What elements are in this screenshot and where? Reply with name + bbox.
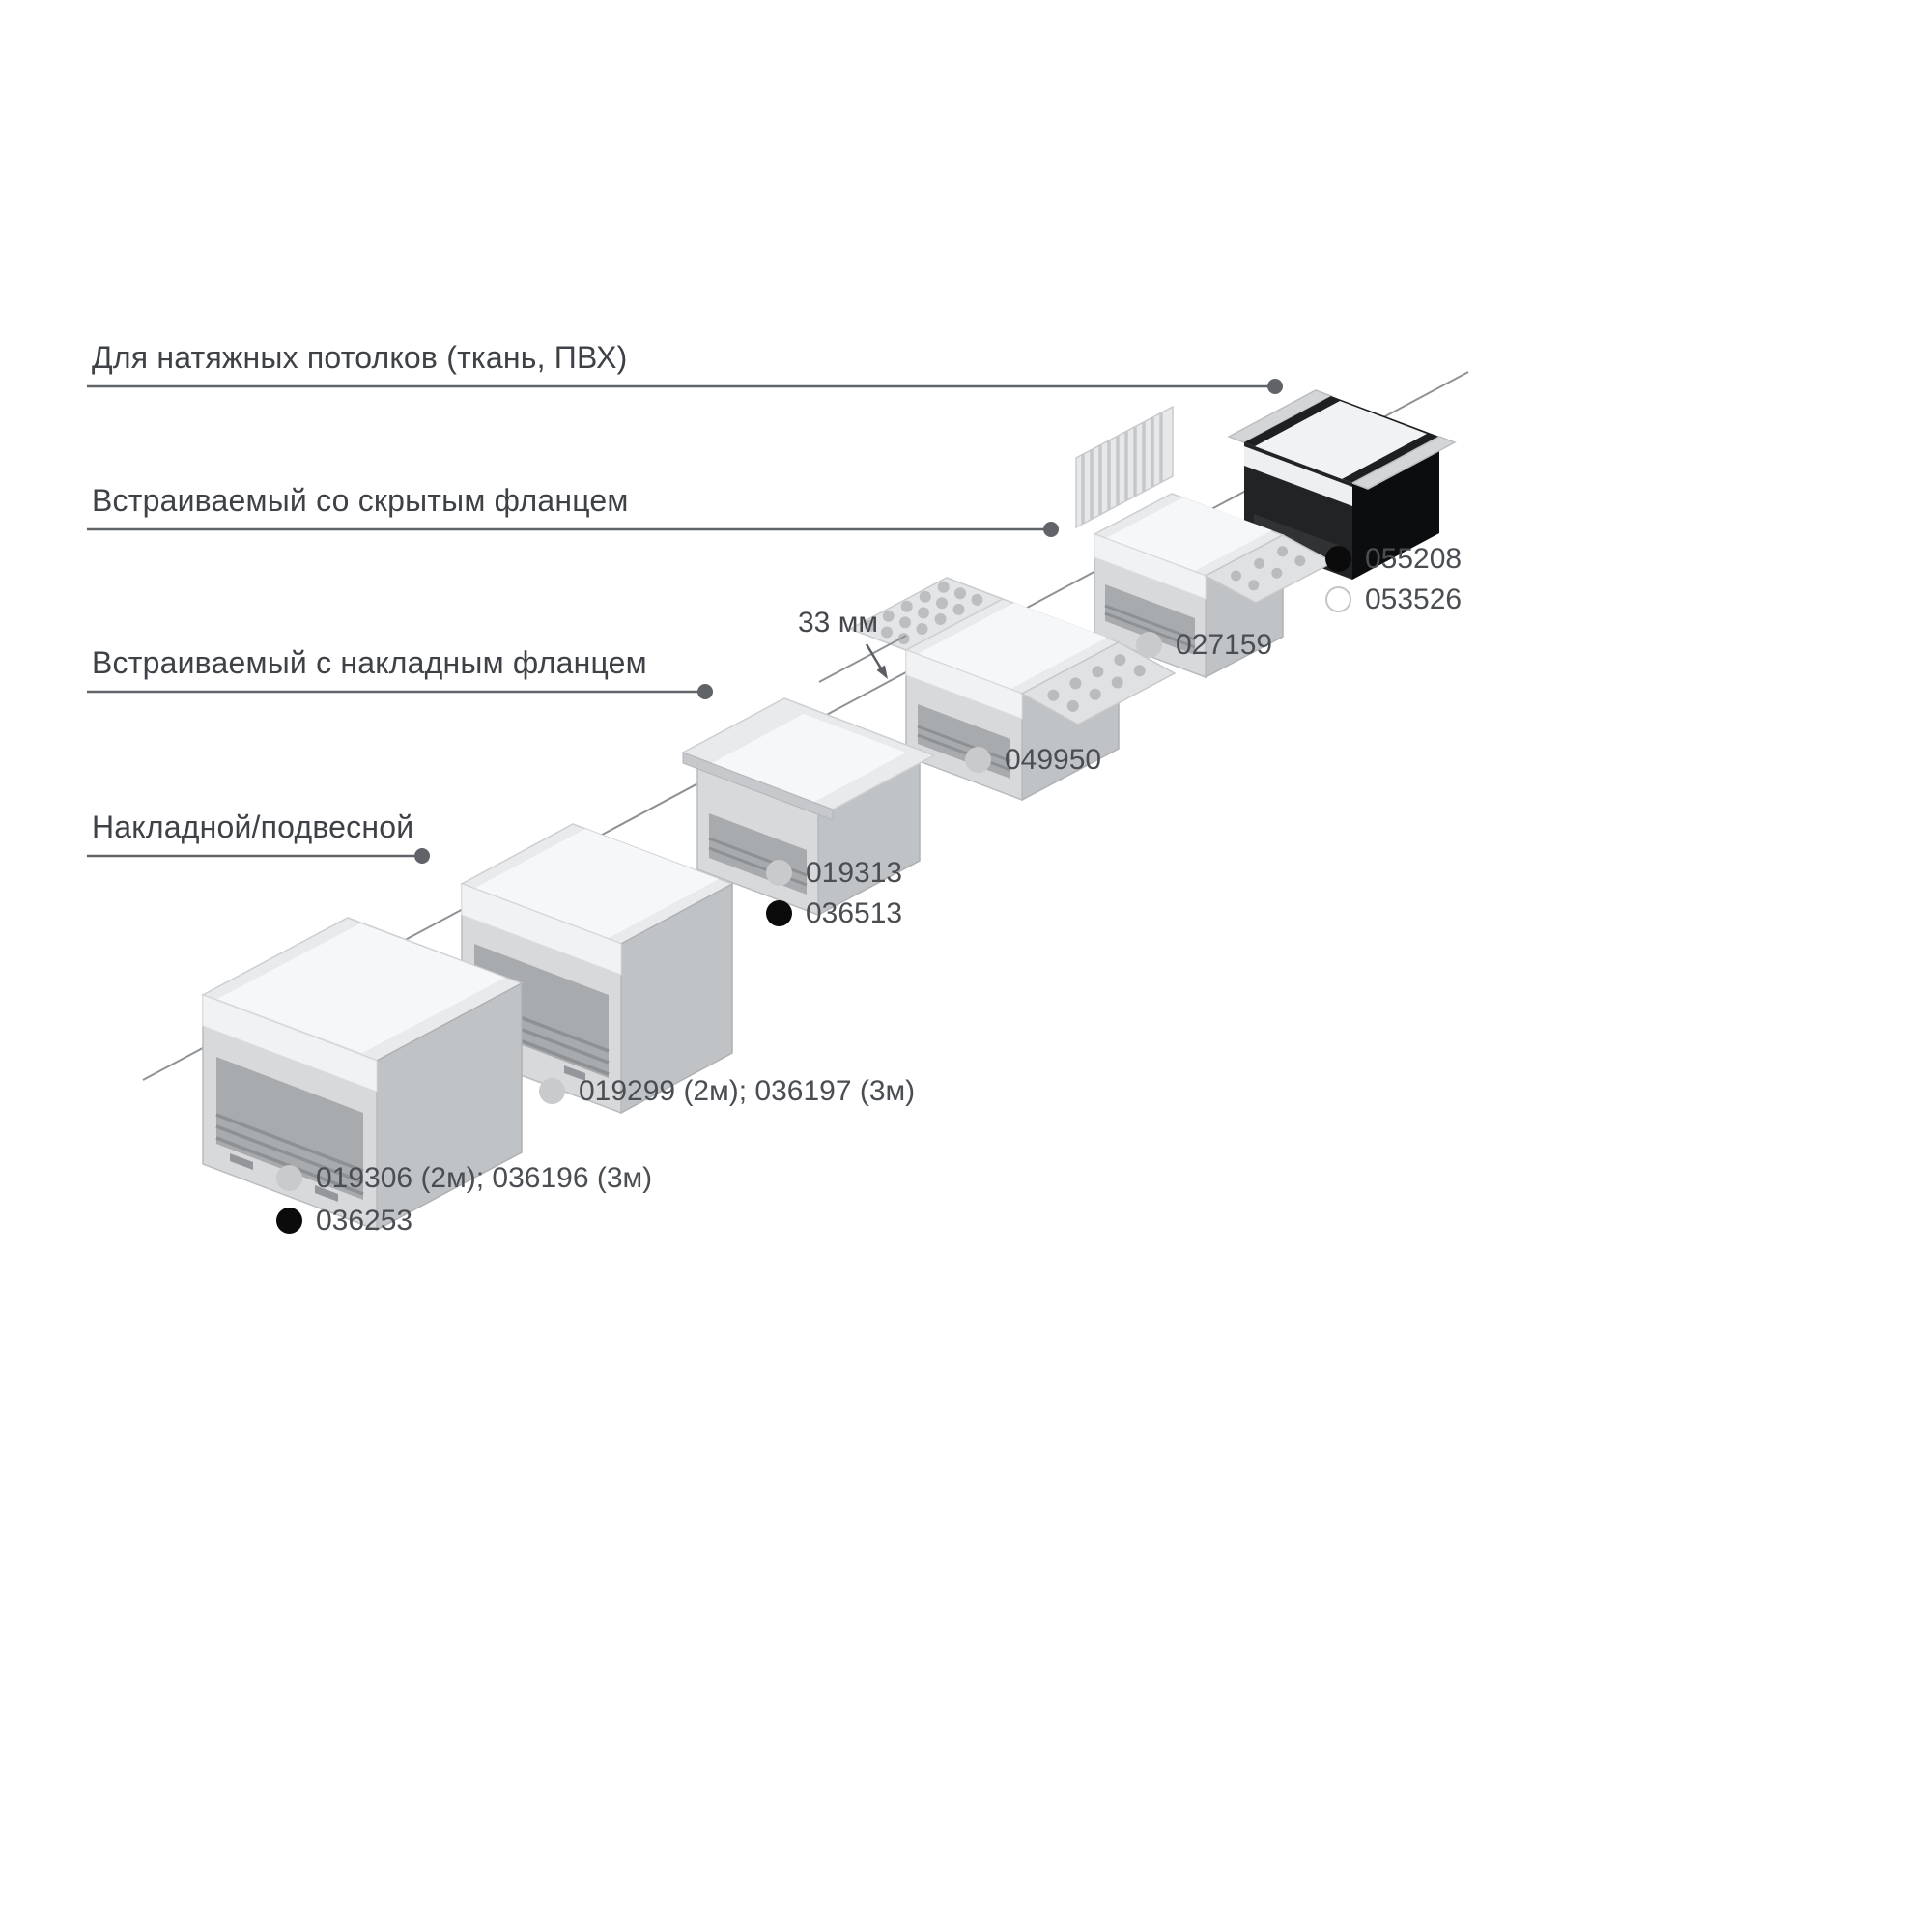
product-codes-053526: 053526 [1325, 583, 1462, 615]
article-code: 036253 [316, 1205, 413, 1236]
article-code: 053526 [1365, 583, 1463, 615]
profile-illustration-027159 [1075, 405, 1335, 679]
article-code: 027159 [1176, 629, 1273, 661]
product-codes-055208: 055208 [1325, 543, 1462, 575]
product-codes-019313: 019313 [766, 857, 902, 889]
finish-dot-black [276, 1208, 302, 1234]
article-code: 049950 [1005, 744, 1102, 776]
article-code: 036513 [806, 897, 903, 929]
category-label-surface-suspended: Накладной/подвесной [92, 810, 414, 844]
profile-illustration-019299 [460, 823, 734, 1115]
product-codes-027159: 027159 [1136, 629, 1272, 661]
finish-dot-black [1325, 546, 1351, 572]
finish-dot-silver [965, 747, 991, 773]
article-code: 055208 [1365, 543, 1463, 575]
product-codes-036253: 036253 [276, 1205, 412, 1236]
article-code: 019299 (2м); 036197 (3м) [579, 1075, 916, 1107]
category-label-stretch-ceiling: Для натяжных потолков (ткань, ПВХ) [92, 340, 628, 375]
dimension-33mm-annotation [818, 635, 907, 683]
finish-dot-silver [766, 860, 792, 886]
finish-dot-black [766, 900, 792, 926]
category-label-recessed-hidden-flange: Встраиваемый со скрытым фланцем [92, 483, 629, 518]
category-label-recessed-surface-flange: Встраиваемый с накладным фланцем [92, 645, 647, 680]
category-pointer-lines [87, 379, 1283, 864]
finish-dot-silver [1136, 632, 1162, 658]
product-codes-036513: 036513 [766, 897, 902, 929]
profile-illustration-019306 [201, 917, 524, 1232]
dimension-label-33mm: 33 мм [798, 607, 878, 639]
article-code: 019313 [806, 857, 903, 889]
profile-illustration-049950 [848, 577, 1177, 802]
finish-dot-silver [539, 1078, 565, 1104]
article-code: 019306 (2м); 036196 (3м) [316, 1162, 653, 1194]
product-codes-019306: 019306 (2м); 036196 (3м) [276, 1162, 652, 1194]
product-codes-049950: 049950 [965, 744, 1101, 776]
finish-dot-silver [276, 1165, 302, 1191]
product-codes-019299: 019299 (2м); 036197 (3м) [539, 1075, 915, 1107]
finish-dot-white [1325, 586, 1351, 612]
